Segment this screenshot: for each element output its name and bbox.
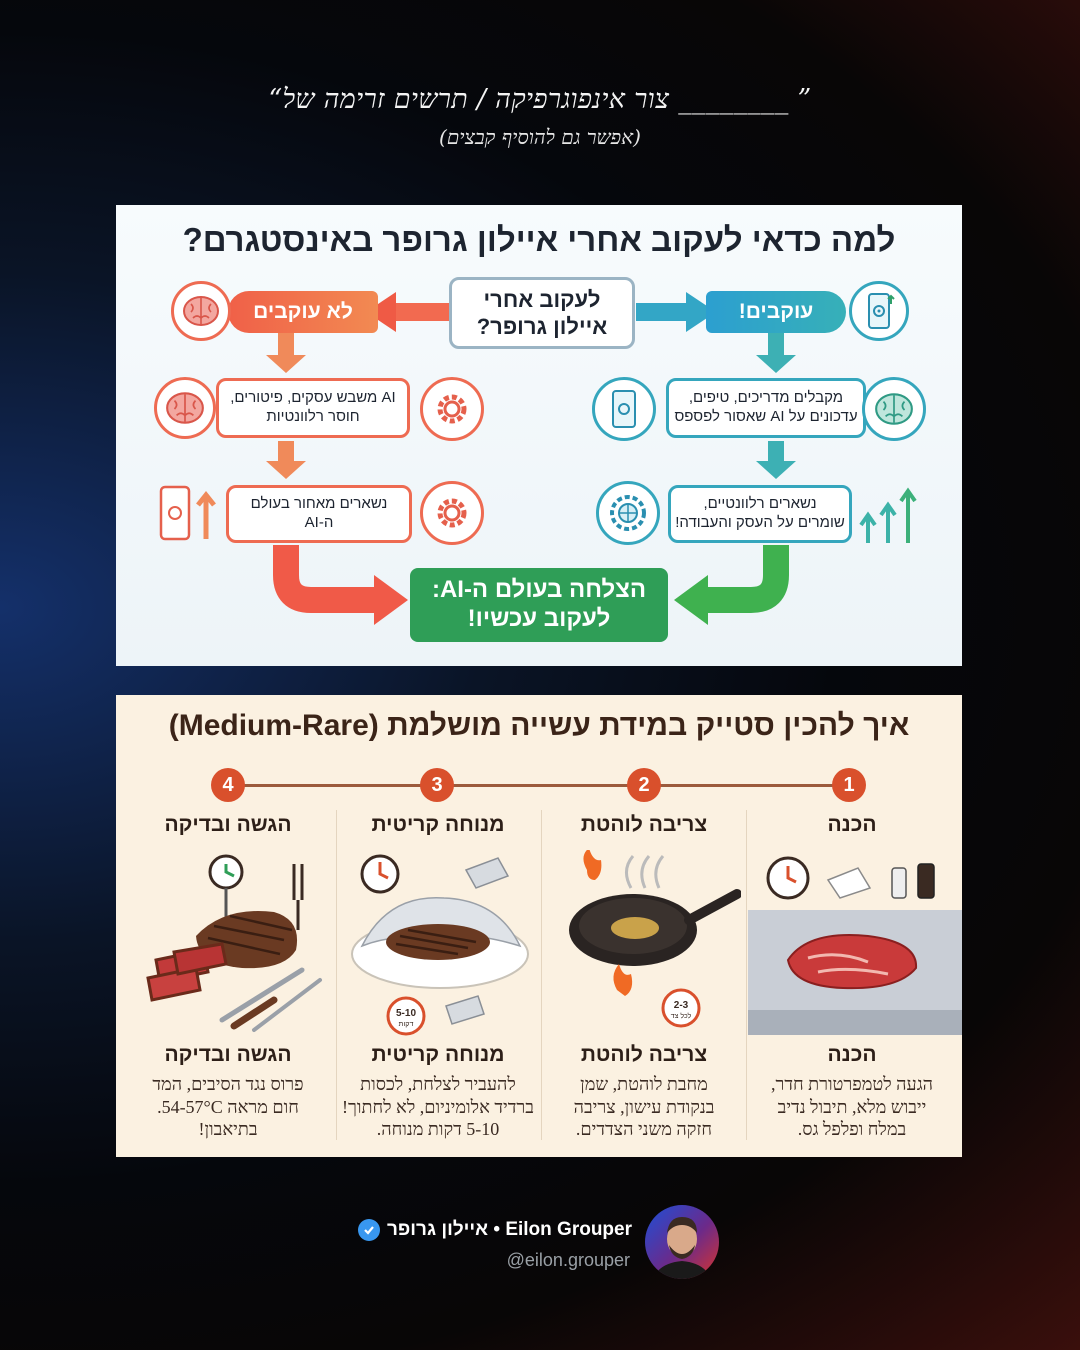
prep-illustration [748, 850, 962, 1035]
not-following-label: לא עוקבים [228, 291, 378, 333]
center-question-box: לעקוב אחרי איילון גרופר? [449, 277, 635, 349]
verified-badge-icon [358, 1219, 380, 1241]
right-step1-box: מקבלים מדריכים, טיפים, עדכונים על AI שאס… [666, 378, 866, 438]
prompt-header: “צור אינפוגרפיקה / תרשים זרימה של ______… [0, 84, 1080, 150]
brain-icon [154, 377, 216, 439]
phone-growth-icon [158, 483, 218, 545]
right-step2-box: נשארים רלוונטיים, שומרים על העסק והעבודה… [668, 485, 852, 543]
flowchart-arrows [266, 292, 796, 625]
following-label: עוקבים! [706, 291, 846, 333]
steak-infographic: איך להכין סטייק במידת עשייה מושלמת (Medi… [116, 695, 962, 1157]
step-subtitle-1: הכנה [827, 1043, 877, 1066]
growth-arrows-icon [858, 481, 922, 545]
step-title-3: מנוחה קריטית [371, 813, 505, 836]
rest-illustration: 5-10 דקות [348, 850, 538, 1040]
timeline-line [244, 784, 844, 787]
gear-icon [420, 377, 484, 441]
sear-timer-unit: לכל צד [671, 1012, 692, 1020]
step-number-1: 1 [832, 768, 866, 802]
center-question-line2: איילון גרופר? [476, 314, 608, 339]
prompt-subtext: (אפשר גם להוסיף קבצים) [439, 125, 641, 149]
step-desc-2: מחבת לוהטת, שמן בנקודת עישון, צריבה חזקה… [573, 1074, 715, 1139]
column-divider [336, 810, 337, 1140]
phone-settings-icon [592, 377, 656, 441]
brain-icon [862, 377, 926, 441]
step-number-4: 4 [211, 768, 245, 802]
step-title-1: הכנה [827, 813, 877, 836]
serve-illustration [134, 850, 334, 1040]
sear-illustration: 2-3 לכל צד [561, 848, 742, 1040]
step-subtitle-4: הגשה ובדיקה [164, 1043, 292, 1066]
step-title-2: צריבה לוהטת [580, 813, 708, 836]
column-divider [541, 810, 542, 1140]
author-name[interactable]: איילון גרופר • Eilon Grouper [386, 1219, 632, 1240]
center-question-line1: לעקוב אחרי [483, 286, 601, 312]
gear-icon [420, 481, 484, 545]
rest-timer-value: 5-10 [396, 1008, 416, 1019]
author-handle[interactable]: @eilon.grouper [506, 1250, 630, 1270]
step-desc-3: להעביר לצלחת, לכסות ברדיד אלומיניום, לא … [342, 1074, 534, 1139]
globe-gear-icon [596, 481, 660, 545]
prompt-text: “צור אינפוגרפיקה / תרשים זרימה של ______… [268, 84, 812, 115]
brain-icon [171, 281, 231, 341]
sear-timer-value: 2-3 [674, 1000, 689, 1011]
author-avatar[interactable] [645, 1205, 719, 1279]
column-divider [746, 810, 747, 1140]
step-number-3: 3 [420, 768, 454, 802]
flowchart-title: למה כדאי לעקוב אחרי איילון גרופר באינסטג… [182, 221, 896, 258]
result-box: הצלחה בעולם ה-AI: לעקוב עכשיו! [410, 568, 668, 642]
left-step2-box: נשארים מאחור בעולם ה-AI [226, 485, 412, 543]
flowchart-infographic: למה כדאי לעקוב אחרי איילון גרופר באינסטג… [116, 205, 962, 666]
step-subtitle-2: צריבה לוהטת [580, 1043, 708, 1066]
phone-settings-icon [849, 281, 909, 341]
step-title-4: הגשה ובדיקה [164, 813, 292, 836]
steak-title: איך להכין סטייק במידת עשייה מושלמת (Medi… [168, 709, 910, 742]
step-desc-1: הגעה לטמפרטורת חדר, ייבוש מלא, תיבול נדי… [770, 1074, 934, 1139]
step-number-2: 2 [627, 768, 661, 802]
rest-timer-unit: דקות [399, 1021, 414, 1028]
step-subtitle-3: מנוחה קריטית [371, 1043, 505, 1066]
step-desc-4: פרוס נגד הסיבים, המד חום מראה 54-57°C. ב… [152, 1074, 304, 1139]
left-step1-box: AI משבש עסקים, פיטורים, חוסר רלוונטיות [216, 378, 410, 438]
